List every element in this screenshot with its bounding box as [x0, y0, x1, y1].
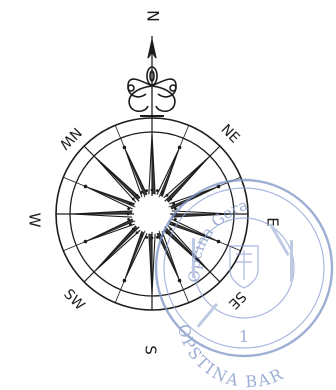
inner-dot [145, 189, 148, 192]
star-tip-dot [84, 185, 88, 189]
inner-dot [136, 194, 139, 197]
inner-dot [169, 228, 172, 231]
inner-dot [156, 189, 159, 192]
star-tip-dot [217, 240, 221, 244]
inner-dot [127, 207, 130, 210]
inner-dot [145, 236, 148, 239]
inner-dot [127, 218, 130, 221]
inner-dot [174, 207, 177, 210]
center-circle [134, 196, 170, 232]
inner-dot [172, 223, 175, 226]
label-northeast: NE [218, 122, 243, 147]
inner-dot [140, 234, 143, 237]
label-north: N [144, 10, 163, 22]
star-tip-dot [178, 279, 182, 283]
inner-dot [136, 231, 139, 234]
inner-dot [140, 191, 143, 194]
inner-dot [166, 231, 169, 234]
stamp-coat-of-arms [230, 246, 258, 288]
inner-dot [151, 237, 154, 240]
inner-dot [127, 213, 130, 216]
inner-dot [161, 191, 164, 194]
inner-dot [132, 228, 135, 231]
star-tip-dot [123, 146, 127, 150]
star-tip-dot [178, 146, 182, 150]
label-southeast: SE [225, 288, 249, 312]
star-tip-dot [84, 240, 88, 244]
star-tip-dot [123, 279, 127, 283]
label-northwest: NW [56, 124, 85, 153]
label-south: S [142, 345, 160, 355]
stamp-number: 1 [239, 327, 249, 346]
inner-dot [156, 236, 159, 239]
label-southwest: SW [60, 286, 87, 313]
north-needle [148, 36, 156, 118]
label-west: W [26, 213, 44, 228]
inner-dot [174, 218, 177, 221]
inner-dot [169, 198, 172, 201]
inner-dot [132, 198, 135, 201]
inner-dot [129, 202, 132, 205]
inner-dot [172, 202, 175, 205]
inner-dot [129, 223, 132, 226]
inner-dot [166, 194, 169, 197]
inner-dot [151, 189, 154, 192]
